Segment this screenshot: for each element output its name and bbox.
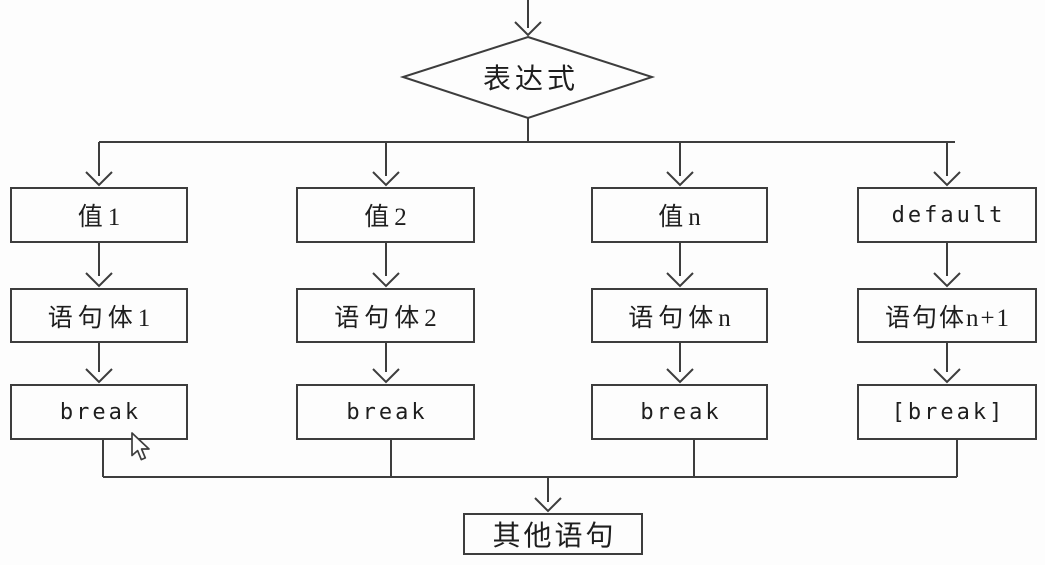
end-arrowhead [534,497,562,513]
node-case-value-1: 值1 [10,187,188,243]
case-body-arrowhead-2 [372,272,400,288]
node-break-n: break [591,384,768,440]
body-break-arrowhead-1 [85,368,113,384]
entry-arrowhead [514,21,542,37]
node-break-1: break [10,384,188,440]
node-other-statements: 其他语句 [463,513,643,555]
body-break-arrowhead-2 [372,368,400,384]
node-body-1: 语句体1 [10,288,188,343]
node-case-value-n: 值n [591,187,768,243]
case-body-arrowhead-4 [933,272,961,288]
branch-arrowhead-2 [372,171,400,187]
node-body-n: 语句体n [591,288,768,343]
arrow-pointer-icon [131,432,150,461]
branch-arrowhead-4 [933,171,961,187]
branch-arrowhead-1 [85,171,113,187]
decision-node-label: 表达式 [482,64,579,95]
case-body-arrowhead-1 [85,272,113,288]
node-body-2: 语句体2 [296,288,475,343]
node-break-2: break [296,384,475,440]
case-body-arrowhead-3 [666,272,694,288]
node-break-optional: [break] [857,384,1037,440]
body-break-arrowhead-3 [666,368,694,384]
body-break-arrowhead-4 [933,368,961,384]
branch-arrowhead-3 [666,171,694,187]
node-body-n1: 语句体n+1 [857,288,1037,343]
node-case-default: default [857,187,1037,243]
node-case-value-2: 值2 [296,187,475,243]
